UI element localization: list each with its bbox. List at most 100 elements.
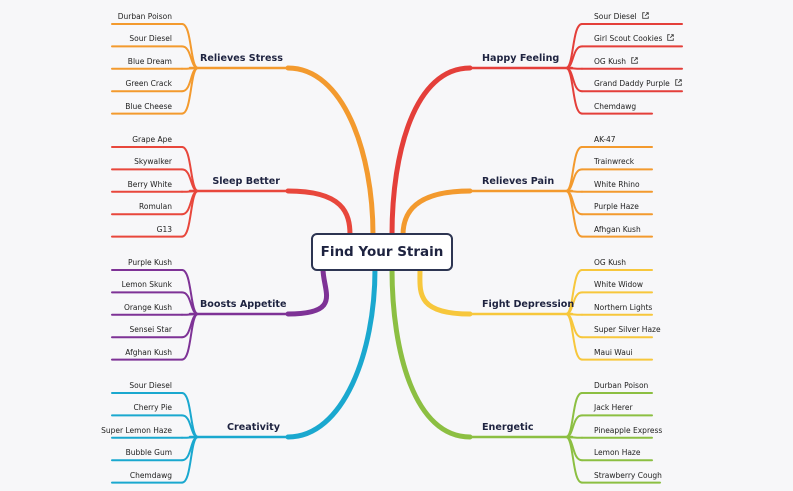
- topic-energetic[interactable]: Energetic: [482, 422, 534, 433]
- leaf-label: Purple Haze: [594, 202, 639, 212]
- leaf-og-kush[interactable]: OG Kush: [594, 55, 638, 69]
- leaf-label: Pineapple Express: [594, 425, 663, 435]
- leaf-sour-diesel[interactable]: Sour Diesel: [100, 379, 172, 393]
- topic-relieves-stress[interactable]: Relieves Stress: [200, 53, 283, 64]
- leaf-lemon-skunk[interactable]: Lemon Skunk: [100, 278, 172, 292]
- leaf-label: Chemdawg: [594, 101, 637, 111]
- leaf-label: Lemon Skunk: [121, 280, 172, 290]
- topic-sleep-better[interactable]: Sleep Better: [212, 176, 280, 187]
- leaf-trainwreck[interactable]: Trainwreck: [594, 155, 634, 169]
- topic-boosts-appetite[interactable]: Boosts Appetite: [200, 299, 287, 310]
- leaf-romulan[interactable]: Romulan: [100, 200, 172, 214]
- leaf-label: Maui Waui: [594, 347, 633, 357]
- branch-trunk-relieves-pain: [400, 188, 473, 238]
- branch-trunk-relieves-stress: [285, 65, 376, 238]
- leaf-label: Sour Diesel: [129, 34, 172, 44]
- leaf-durban-poison[interactable]: Durban Poison: [100, 10, 172, 24]
- leaf-chemdawg[interactable]: Chemdawg: [100, 469, 172, 483]
- leaf-sour-diesel[interactable]: Sour Diesel: [594, 10, 649, 24]
- leaf-grape-ape[interactable]: Grape Ape: [100, 133, 172, 147]
- leaf-connector-maui-waui: [565, 313, 583, 361]
- topic-relieves-pain[interactable]: Relieves Pain: [482, 176, 555, 187]
- leaf-bubble-gum[interactable]: Bubble Gum: [100, 446, 172, 460]
- leaf-sensei-star[interactable]: Sensei Star: [100, 323, 173, 337]
- leaf-cherry-pie[interactable]: Cherry Pie: [100, 401, 172, 415]
- leaf-label: Super Silver Haze: [594, 325, 661, 335]
- leaf-ak-47[interactable]: AK-47: [594, 133, 616, 147]
- leaf-green-crack[interactable]: Green Crack: [100, 77, 172, 91]
- branch-trunk-fight-depression: [417, 266, 473, 317]
- leaf-purple-kush[interactable]: Purple Kush: [100, 256, 172, 270]
- leaf-connector-blue-cheese: [181, 67, 199, 115]
- topic-fight-depression[interactable]: Fight Depression: [482, 299, 575, 310]
- central-node-label: Find Your Strain: [320, 244, 444, 260]
- external-link-icon[interactable]: [675, 77, 682, 91]
- external-link-icon[interactable]: [641, 10, 649, 24]
- leaf-blue-cheese[interactable]: Blue Cheese: [100, 100, 172, 114]
- leaf-label: Sour Diesel: [594, 12, 637, 21]
- central-node[interactable]: Find Your Strain: [311, 233, 453, 271]
- leaf-og-kush[interactable]: OG Kush: [594, 256, 626, 270]
- leaf-label: OG Kush: [594, 258, 627, 267]
- leaf-white-widow[interactable]: White Widow: [594, 278, 643, 292]
- leaf-girl-scout-cookies[interactable]: Girl Scout Cookies: [594, 32, 675, 46]
- leaf-label: White Rhino: [594, 179, 640, 189]
- branch-trunk-energetic: [389, 266, 473, 440]
- leaf-label: Trainwreck: [594, 157, 635, 167]
- leaf-connector-g13: [181, 190, 199, 238]
- leaf-label: Strawberry Cough: [594, 470, 662, 480]
- leaf-label: Grand Daddy Purple: [594, 79, 670, 89]
- leaf-label: Romulan: [139, 202, 172, 212]
- leaf-g13[interactable]: G13: [100, 223, 172, 237]
- leaf-label: Grape Ape: [132, 135, 172, 144]
- leaf-label: Afhgan Kush: [594, 224, 641, 234]
- leaf-connector-afhgan-kush: [565, 190, 583, 238]
- leaf-afghan-kush[interactable]: Afghan Kush: [100, 346, 172, 360]
- leaf-label: Sour Diesel: [129, 381, 172, 390]
- leaf-jack-herer[interactable]: Jack Herer: [594, 401, 633, 415]
- leaf-strawberry-cough[interactable]: Strawberry Cough: [594, 469, 662, 483]
- leaf-super-lemon-haze[interactable]: Super Lemon Haze: [100, 424, 172, 438]
- topic-happy-feeling[interactable]: Happy Feeling: [482, 53, 560, 64]
- leaf-afhgan-kush[interactable]: Afhgan Kush: [594, 223, 641, 237]
- leaf-chemdawg[interactable]: Chemdawg: [594, 100, 636, 114]
- leaf-label: Afghan Kush: [125, 347, 172, 357]
- leaf-label: Purple Kush: [127, 258, 172, 267]
- leaf-sour-diesel[interactable]: Sour Diesel: [100, 32, 172, 46]
- branch-trunk-sleep-better: [285, 188, 353, 238]
- leaf-connector-afghan-kush: [181, 313, 199, 361]
- leaf-label: Bubble Gum: [125, 448, 172, 458]
- leaf-berry-white[interactable]: Berry White: [100, 178, 172, 192]
- leaf-label: Sensei Star: [129, 325, 173, 335]
- leaf-grand-daddy-purple[interactable]: Grand Daddy Purple: [594, 77, 682, 91]
- leaf-label: White Widow: [594, 280, 644, 290]
- external-link-icon[interactable]: [631, 55, 638, 69]
- leaf-label: Blue Dream: [127, 56, 172, 66]
- topic-creativity[interactable]: Creativity: [226, 422, 280, 433]
- leaf-skywalker[interactable]: Skywalker: [100, 155, 172, 169]
- leaf-lemon-haze[interactable]: Lemon Haze: [594, 446, 640, 460]
- leaf-label: Green Crack: [125, 79, 172, 89]
- leaf-label: Super Lemon Haze: [101, 425, 172, 435]
- leaf-blue-dream[interactable]: Blue Dream: [100, 55, 172, 69]
- leaf-label: Jack Herer: [594, 403, 633, 413]
- leaf-label: Orange Kush: [123, 302, 172, 312]
- branch-trunk-creativity: [285, 266, 378, 440]
- leaf-label: Berry White: [127, 179, 172, 189]
- leaf-maui-waui[interactable]: Maui Waui: [594, 346, 633, 360]
- external-link-icon[interactable]: [667, 32, 675, 46]
- leaf-label: Chemdawg: [129, 470, 172, 480]
- leaf-label: Cherry Pie: [133, 403, 172, 413]
- branch-trunk-happy-feeling: [389, 65, 473, 238]
- leaf-northern-lights[interactable]: Northern Lights: [594, 301, 652, 315]
- leaf-label: Girl Scout Cookies: [594, 34, 663, 44]
- leaf-white-rhino[interactable]: White Rhino: [594, 178, 640, 192]
- branch-trunk-boosts-appetite: [285, 266, 329, 317]
- leaf-label: Durban Poison: [117, 12, 172, 21]
- leaf-orange-kush[interactable]: Orange Kush: [100, 301, 172, 315]
- leaf-pineapple-express[interactable]: Pineapple Express: [594, 424, 662, 438]
- leaf-super-silver-haze[interactable]: Super Silver Haze: [594, 323, 661, 337]
- leaf-durban-poison[interactable]: Durban Poison: [594, 379, 648, 393]
- leaf-purple-haze[interactable]: Purple Haze: [594, 200, 639, 214]
- leaf-label: Lemon Haze: [594, 448, 641, 458]
